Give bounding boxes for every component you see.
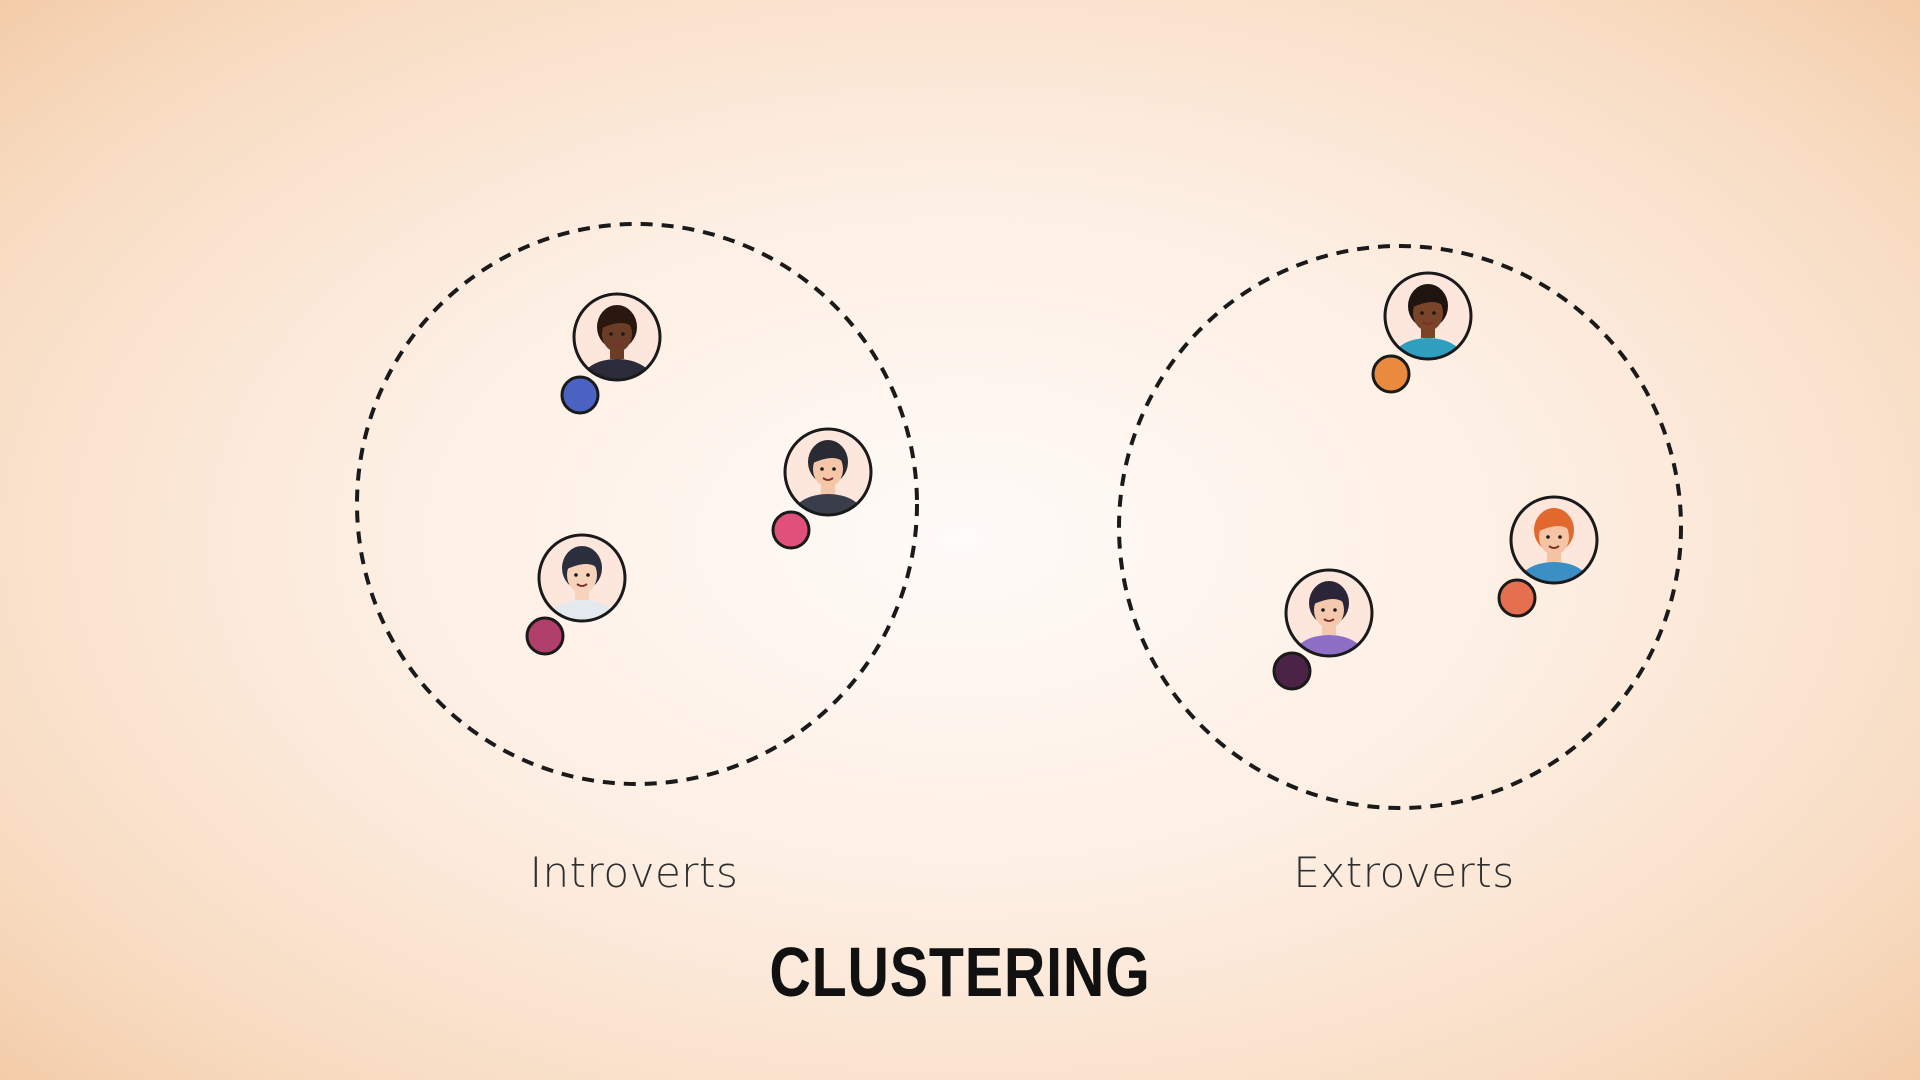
cluster-members bbox=[525, 271, 1599, 691]
extroverts-cluster-boundary bbox=[1117, 244, 1683, 810]
data-point-dot bbox=[1497, 578, 1537, 618]
data-point-dot bbox=[560, 375, 600, 415]
cluster-member bbox=[771, 427, 873, 550]
cluster-member bbox=[525, 533, 627, 656]
woman-long-dark-hair-avatar bbox=[1383, 271, 1473, 361]
person-short-hair-avatar bbox=[537, 533, 627, 623]
man-curly-hair-bowtie-avatar bbox=[572, 292, 662, 382]
data-point-dot bbox=[1272, 651, 1312, 691]
data-point-dot bbox=[525, 616, 565, 656]
data-point-dot bbox=[771, 510, 811, 550]
diagram-title: CLUSTERING bbox=[769, 933, 1151, 1011]
introverts-label: Introverts bbox=[529, 848, 739, 897]
extroverts-label: Extroverts bbox=[1293, 848, 1515, 897]
man-red-hair-beard-avatar bbox=[1509, 495, 1599, 585]
cluster-member bbox=[1371, 271, 1473, 394]
cluster-member bbox=[560, 292, 662, 415]
cluster-member bbox=[1272, 568, 1374, 691]
woman-hair-bun-avatar bbox=[1284, 568, 1374, 658]
introverts-cluster-boundary bbox=[355, 222, 919, 786]
cluster-member bbox=[1497, 495, 1599, 618]
data-point-dot bbox=[1371, 354, 1411, 394]
man-smiling-jacket-avatar bbox=[783, 427, 873, 517]
